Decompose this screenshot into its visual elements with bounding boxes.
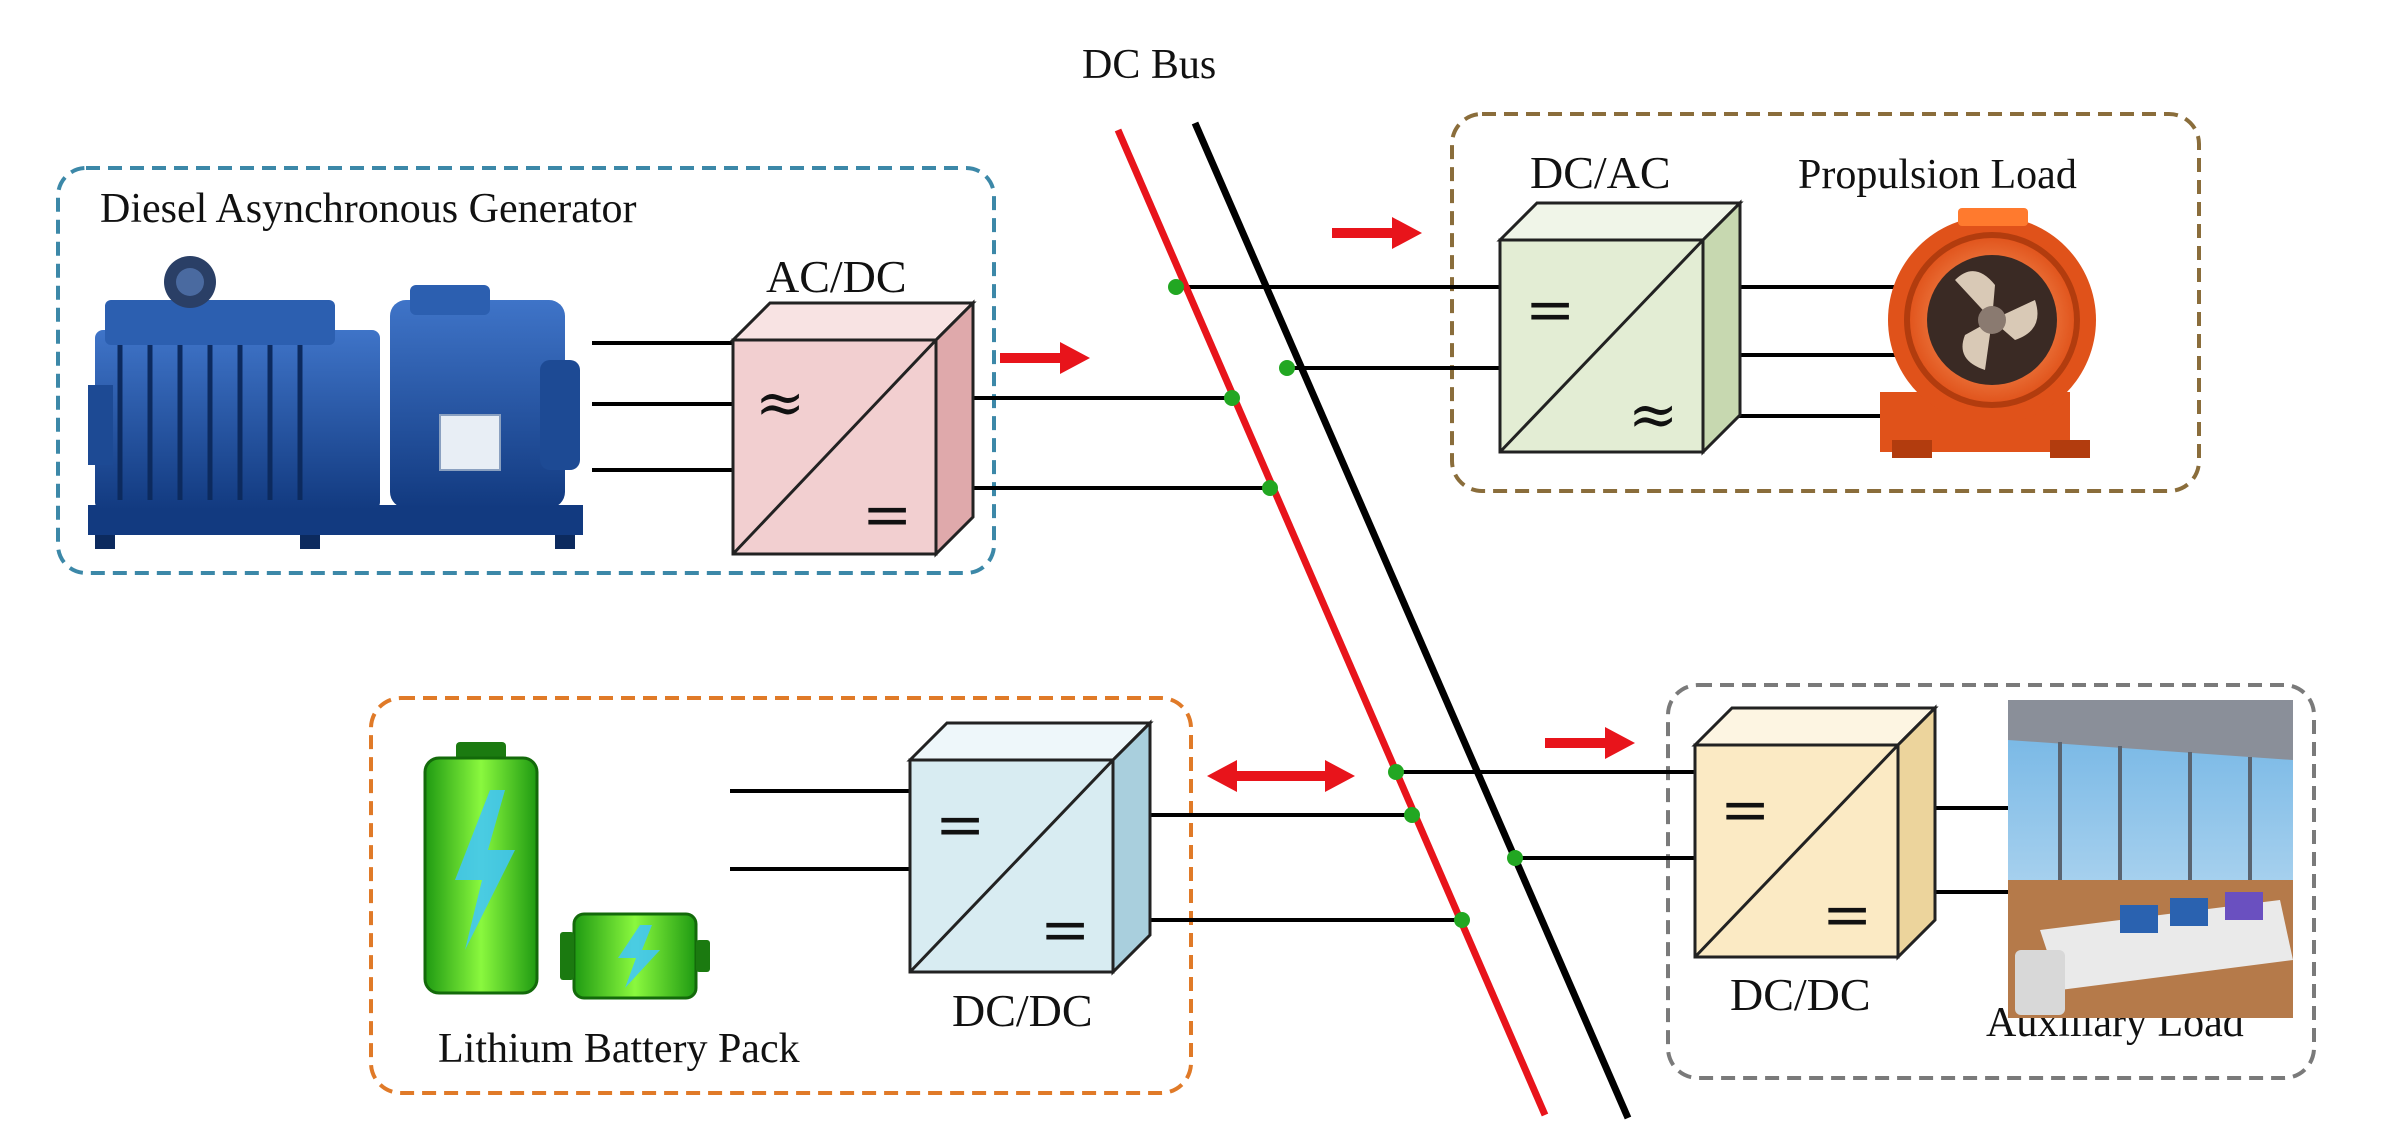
dc-bus-negative-line xyxy=(1191,121,1632,1120)
dc-ac-converter: = ≈ xyxy=(1496,199,1744,456)
battery-dc-dc-label: DC/DC xyxy=(952,985,1093,1036)
ac-dc-input-symbol: ≈ xyxy=(755,368,805,438)
diesel-generator-image xyxy=(78,248,592,558)
junction-dot xyxy=(1262,480,1278,496)
lightning-bolt-icon xyxy=(618,925,660,988)
dc-bus-label: DC Bus xyxy=(1082,42,1216,88)
flow-arrow-right xyxy=(1000,342,1090,374)
junction-dot xyxy=(1168,279,1184,295)
dc-bus-positive-line xyxy=(1114,128,1549,1117)
battery-pack-label: Lithium Battery Pack xyxy=(438,1026,800,1072)
bus-junctions xyxy=(1168,279,1523,928)
ac-dc-converter: ≈ = xyxy=(729,299,977,558)
lithium-battery-image xyxy=(408,722,730,1022)
flow-arrows xyxy=(1000,217,1635,792)
junction-dot xyxy=(1388,764,1404,780)
battery-dc-dc-output-symbol: = xyxy=(1040,895,1090,965)
auxiliary-dc-dc-converter: = = xyxy=(1691,704,1939,961)
ac-dc-output-symbol: = xyxy=(862,480,912,550)
battery-dc-dc-converter: = = xyxy=(906,719,1154,976)
dc-ac-output-symbol: ≈ xyxy=(1628,380,1678,450)
auxiliary-dc-dc-output-symbol: = xyxy=(1822,880,1872,950)
flow-arrow-bidirectional xyxy=(1207,760,1355,792)
dc-ac-converter-label: DC/AC xyxy=(1530,147,1671,198)
junction-dot xyxy=(1507,850,1523,866)
lightning-bolt-icon xyxy=(455,790,515,950)
battery-dc-dc-input-symbol: = xyxy=(935,790,985,860)
auxiliary-group-box xyxy=(1666,683,2316,1080)
junction-dot xyxy=(1279,360,1295,376)
dc-ac-input-symbol: = xyxy=(1525,275,1575,345)
battery-group-box xyxy=(369,696,1193,1095)
auxiliary-dc-dc-label: DC/DC xyxy=(1730,969,1871,1020)
propulsion-thruster-image xyxy=(1880,208,2096,458)
junction-dot xyxy=(1454,912,1470,928)
auxiliary-dc-dc-input-symbol: = xyxy=(1720,775,1770,845)
flow-arrow-right xyxy=(1545,727,1635,759)
flow-arrow-right xyxy=(1332,217,1422,249)
generator-group-box xyxy=(56,166,996,575)
propulsion-group-box xyxy=(1450,112,2201,493)
junction-dot xyxy=(1224,390,1240,406)
propulsion-load-label: Propulsion Load xyxy=(1798,152,2077,198)
auxiliary-bridge-image xyxy=(2008,700,2293,1018)
junction-dot xyxy=(1404,807,1420,823)
ac-dc-converter-label: AC/DC xyxy=(766,251,907,302)
generator-label: Diesel Asynchronous Generator xyxy=(100,186,637,232)
wires xyxy=(590,285,2012,922)
